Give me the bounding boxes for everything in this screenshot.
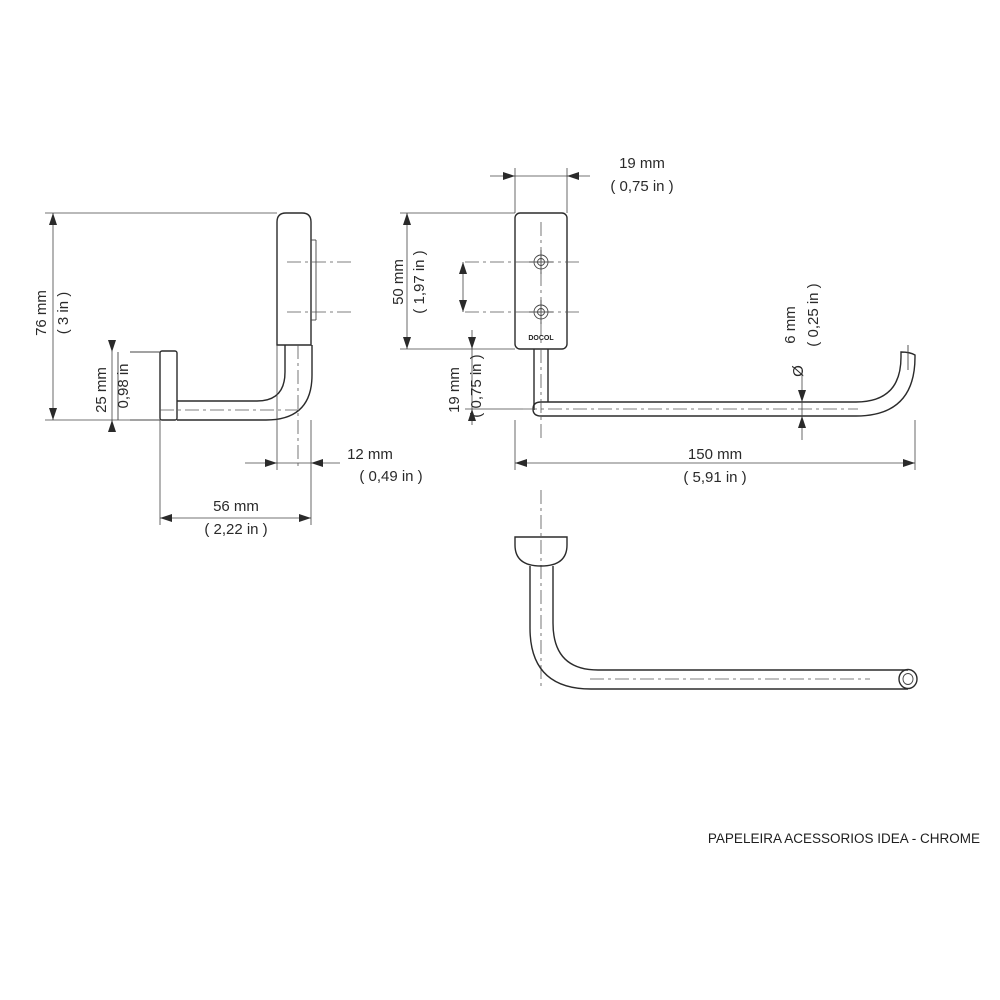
top-bar-end xyxy=(898,668,918,690)
spacing-in-label: ( 1,97 in ) xyxy=(411,250,428,313)
width-mm-label: 19 mm xyxy=(619,155,665,172)
diameter-mm-label: 6 mm xyxy=(782,306,799,344)
length-in-label: ( 5,91 in ) xyxy=(683,469,746,486)
brand-mark: DOCOL xyxy=(528,335,554,342)
front-view: DOCOL 19 mm ( 0,75 in ) 50 mm ( 1,97 in … xyxy=(390,155,916,486)
front-bar xyxy=(532,351,916,417)
product-caption: PAPELEIRA ACESSORIOS IDEA - CHROME xyxy=(708,831,980,846)
side-end-cap xyxy=(159,350,178,421)
diameter-in-label: ( 0,25 in ) xyxy=(805,283,822,346)
top-arm xyxy=(529,566,908,690)
side-arm xyxy=(177,345,313,421)
plate-mm-label: 12 mm xyxy=(347,446,393,463)
spacing-mm-label: 50 mm xyxy=(390,259,407,305)
height-in-label: ( 3 in ) xyxy=(55,292,72,335)
bar-height-in-label: 0,98 in xyxy=(115,363,132,408)
top-wall-cap xyxy=(514,536,568,567)
bar-height-mm-label: 25 mm xyxy=(93,367,110,413)
side-wall-plate xyxy=(276,212,312,346)
offset-in-label: ( 0,75 in ) xyxy=(468,354,485,417)
length-mm-label: 150 mm xyxy=(688,446,742,463)
depth-mm-label: 56 mm xyxy=(213,498,259,515)
plate-in-label: ( 0,49 in ) xyxy=(359,468,422,485)
width-in-label: ( 0,75 in ) xyxy=(610,178,673,195)
top-view xyxy=(514,490,918,690)
side-view: 76 mm ( 3 in ) 25 mm 0,98 in 12 mm ( 0,4… xyxy=(33,212,423,538)
depth-in-label: ( 2,22 in ) xyxy=(204,521,267,538)
diameter-symbol: Ø xyxy=(790,365,807,377)
offset-mm-label: 19 mm xyxy=(446,367,463,413)
height-mm-label: 76 mm xyxy=(33,290,50,336)
